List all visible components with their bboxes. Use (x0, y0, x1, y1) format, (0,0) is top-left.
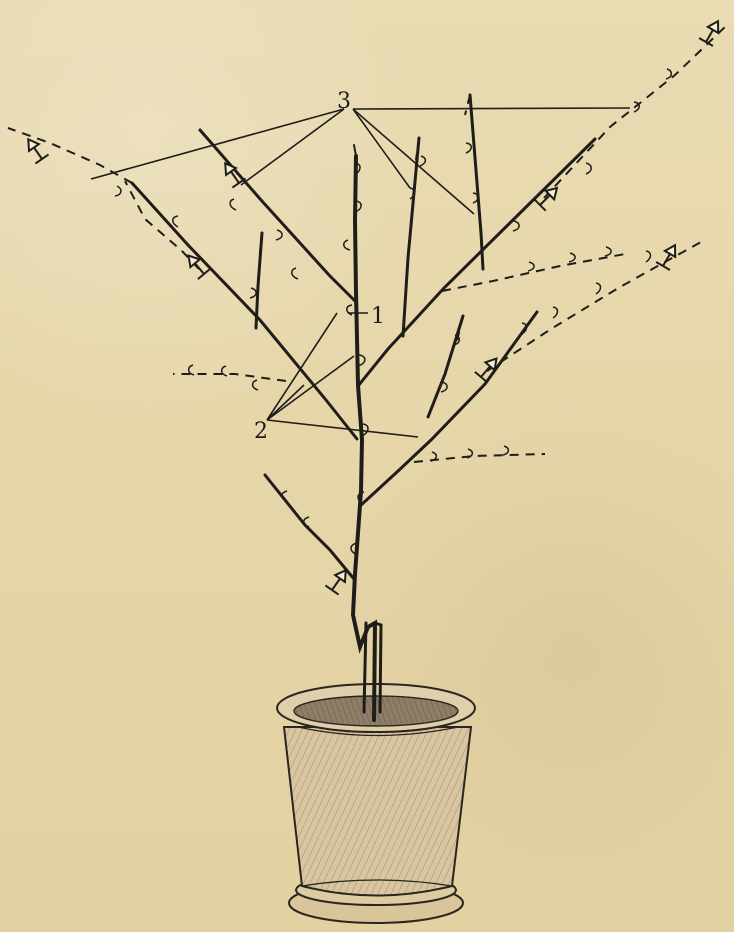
label-one: 1 (371, 304, 385, 329)
leaf-buds (115, 69, 671, 555)
label-three: 3 (337, 89, 351, 114)
dashed-extensions (8, 25, 727, 462)
label-two: 2 (254, 419, 268, 444)
leader-lines (91, 108, 630, 437)
solid-branches (132, 95, 595, 579)
